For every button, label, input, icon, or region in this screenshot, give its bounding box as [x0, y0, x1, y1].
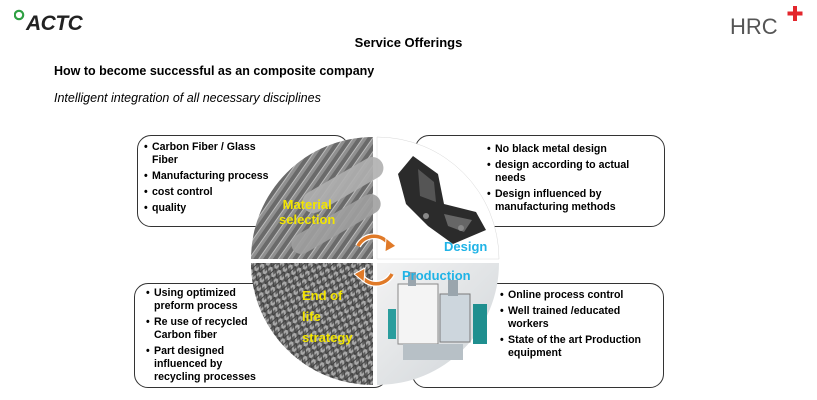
discipline-circle [251, 136, 500, 385]
list-item: Well trained /educated workers [500, 305, 655, 331]
list-item: Manufacturing process [144, 170, 272, 183]
page-subtitle: How to become successful as an composite… [54, 64, 375, 78]
endoflife-label-line2: life [302, 309, 321, 324]
list-item: design according to actual needs [487, 159, 662, 185]
list-item: State of the art Production equipment [500, 334, 655, 360]
list-item: Online process control [500, 289, 655, 302]
list-item: Carbon Fiber / Glass Fiber [144, 141, 272, 167]
hrc-logo: HRC [730, 6, 803, 38]
list-item: cost control [144, 186, 272, 199]
list-item: No black metal design [487, 143, 662, 156]
production-bullets: Online process control Well trained /edu… [500, 289, 655, 363]
list-item: Design influenced by manufacturing metho… [487, 188, 662, 214]
list-item: Using optimized preform process [146, 287, 258, 313]
cycle-arrows-icon [353, 233, 397, 287]
endoflife-label-line1: End of [302, 288, 343, 303]
page-title: Service Offerings [354, 35, 463, 50]
actc-logo: ACTC [14, 9, 84, 34]
material-label-line2: selection [279, 212, 336, 227]
page-tagline: Intelligent integration of all necessary… [54, 91, 321, 105]
production-equipment-image [388, 272, 487, 360]
design-label: Design [444, 239, 488, 254]
material-label-line1: Material [282, 197, 332, 212]
list-item: Part designed influenced by recycling pr… [146, 345, 258, 384]
production-label: Production [402, 268, 471, 283]
logo-ring-icon [14, 9, 25, 21]
endoflife-label: End of life strategy [302, 288, 353, 345]
endoflife-quadrant [251, 263, 373, 385]
endoflife-bullets: Using optimized preform process Re use o… [146, 287, 258, 387]
carbon-roller-image [291, 157, 384, 254]
hrc-logo-text: HRC [730, 14, 778, 38]
actc-logo-text: ACTC [25, 12, 84, 34]
composite-seat-image [398, 156, 486, 244]
material-bullets: Carbon Fiber / Glass Fiber Manufacturing… [144, 141, 272, 218]
list-item: quality [144, 202, 272, 215]
design-bullets: No black metal design design according t… [487, 143, 662, 217]
material-label: Material selection [279, 197, 335, 227]
list-item: Re use of recycled Carbon fiber [146, 316, 258, 342]
endoflife-label-line3: strategy [302, 330, 353, 345]
